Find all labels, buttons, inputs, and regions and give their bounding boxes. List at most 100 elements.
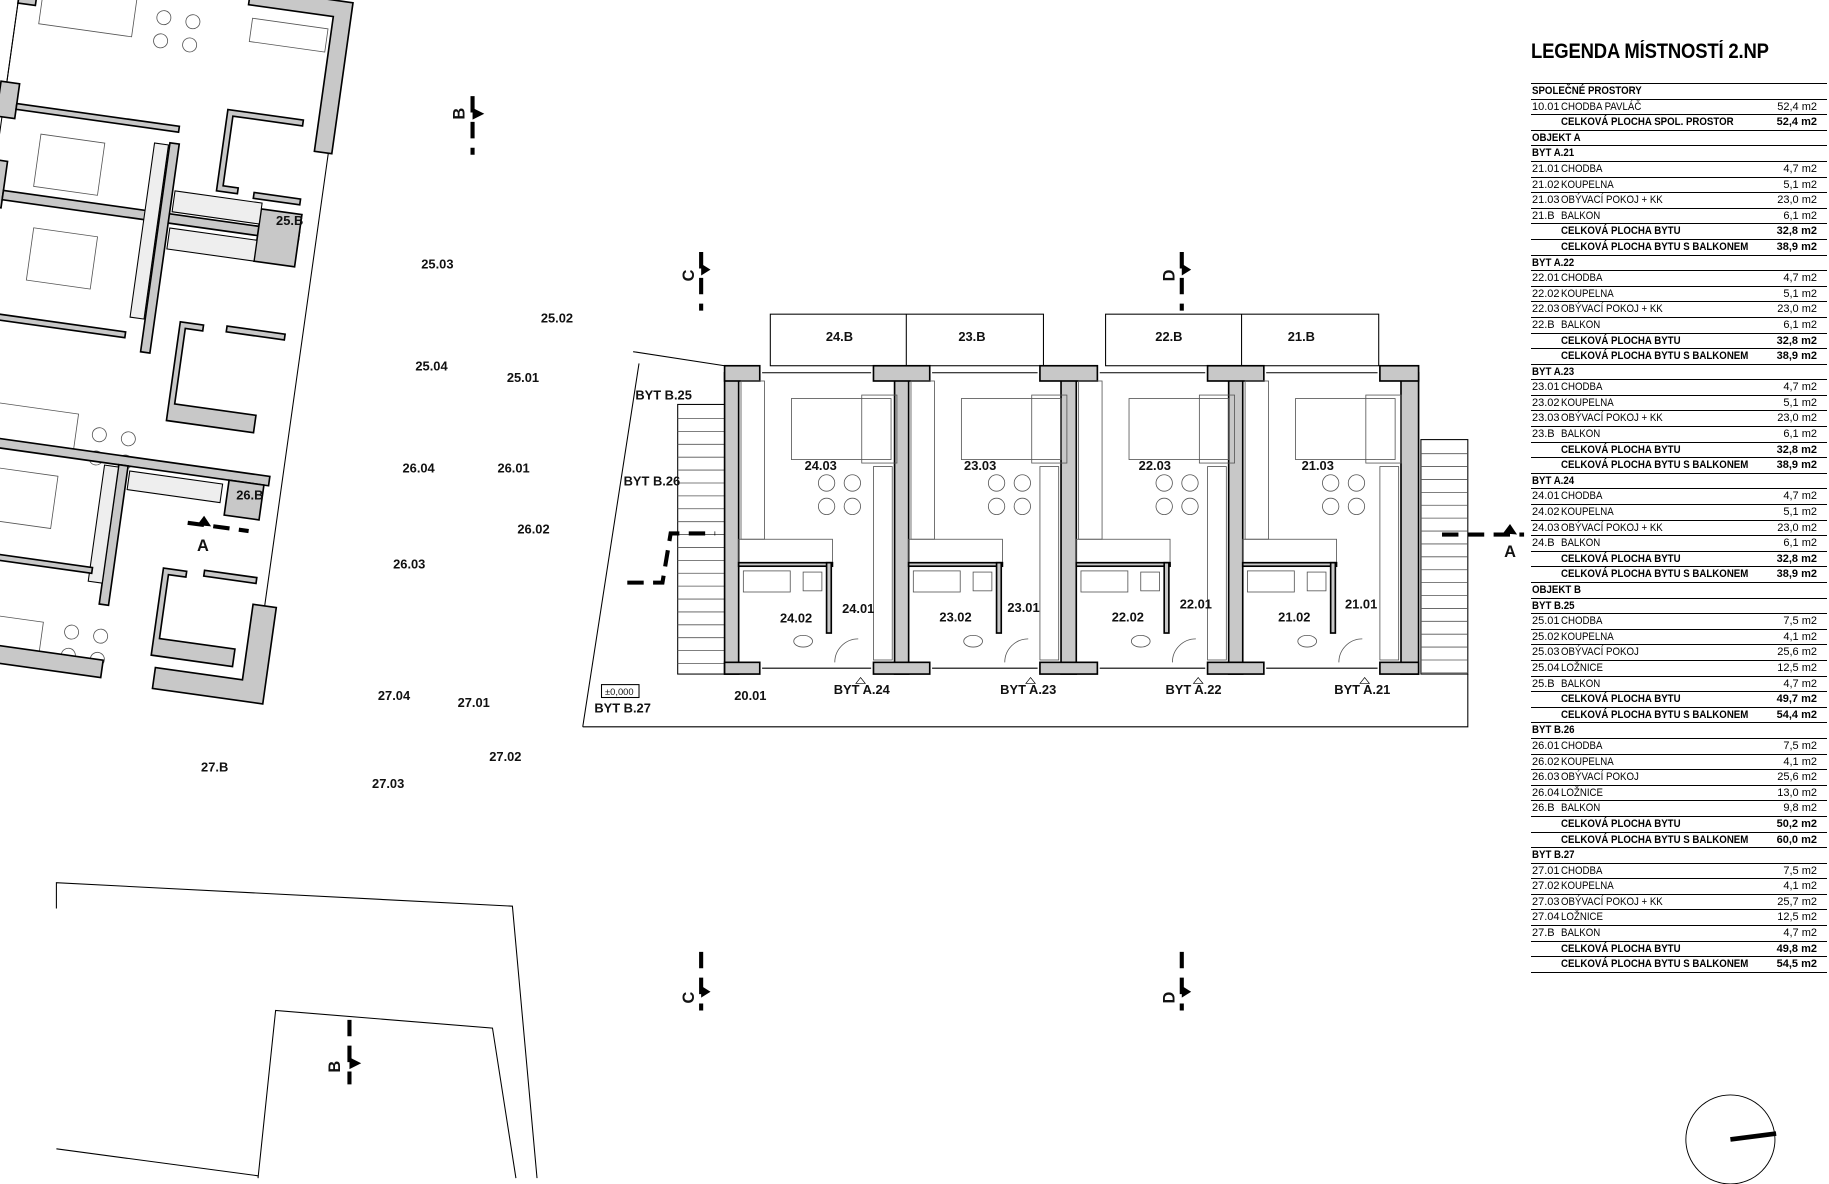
legend-area: 4,7 m2	[1783, 677, 1817, 690]
legend-row-total: CELKOVÁ PLOCHA SPOL. PROSTOR 52,4 m2	[1531, 115, 1827, 131]
bathtub	[742, 570, 791, 593]
chair	[1347, 474, 1366, 492]
chair	[1322, 497, 1340, 516]
door-swing	[1171, 638, 1196, 663]
balcony-22b-21b	[1105, 313, 1380, 367]
stair-outline	[677, 403, 726, 675]
legend-area: 32,8 m2	[1776, 443, 1817, 456]
apartment-entrance-label: BYT B.25	[635, 388, 692, 403]
legend-name: CELKOVÁ PLOCHA BYTU S BALKONEM	[1561, 833, 1749, 846]
legend-area: 38,9 m2	[1776, 459, 1817, 472]
legend-area: 5,1 m2	[1783, 287, 1817, 300]
entrance-triangle-icon	[1025, 677, 1036, 684]
legend-name: CELKOVÁ PLOCHA BYTU S BALKONEM	[1561, 708, 1749, 721]
washing-machine	[1306, 571, 1327, 592]
legend-row-section: BYT B.25	[1531, 599, 1827, 615]
chair	[987, 497, 1006, 516]
legend-name: CELKOVÁ PLOCHA BYTU S BALKONEM	[1561, 459, 1749, 472]
legend-name: CELKOVÁ PLOCHA SPOL. PROSTOR	[1561, 116, 1734, 129]
legend-name: CHODBA	[1561, 490, 1603, 503]
room-legend: LEGENDA MÍSTNOSTÍ 2.NP SPOLEČNÉ PROSTORY…	[1531, 40, 1827, 973]
sink	[793, 634, 813, 648]
sink	[963, 634, 983, 648]
wall	[1163, 561, 1170, 634]
legend-row-section: OBJEKT A	[1531, 131, 1827, 147]
legend-area: 25,6 m2	[1777, 771, 1817, 784]
legend-area: 60,0 m2	[1776, 833, 1817, 846]
sofa	[861, 394, 898, 464]
building-a	[582, 313, 1469, 728]
door-swing	[834, 638, 859, 663]
legend-code: 22.03	[1532, 303, 1560, 316]
legend-name: CHODBA	[1561, 381, 1603, 394]
wall	[1075, 561, 1171, 568]
legend-area: 32,8 m2	[1776, 225, 1817, 238]
level-mark-box	[600, 684, 640, 699]
legend-area: 4,1 m2	[1783, 630, 1817, 643]
legend-area: 4,7 m2	[1783, 490, 1817, 503]
legend-name: OBÝVACÍ POKOJ + KK	[1561, 895, 1663, 908]
legend-name: CHODBA PAVLÁČ	[1561, 100, 1642, 113]
legend-name: KOUPELNA	[1561, 396, 1614, 409]
legend-code: 10.01	[1532, 100, 1560, 113]
wall	[1039, 364, 1099, 382]
legend-code: OBJEKT A	[1532, 131, 1581, 144]
legend-name: CELKOVÁ PLOCHA BYTU	[1561, 693, 1681, 706]
wall	[872, 364, 931, 382]
room-label: 23.02	[939, 609, 971, 624]
legend-name: OBÝVACÍ POKOJ	[1561, 646, 1639, 659]
wall	[1060, 371, 1078, 675]
room-label: 21.B	[1288, 329, 1315, 344]
kitchen-counter	[908, 538, 1003, 564]
room-label: 22.B	[1155, 329, 1182, 344]
legend-title: LEGENDA MÍSTNOSTÍ 2.NP	[1531, 40, 1769, 63]
chair	[1013, 474, 1031, 492]
kitchen-counter	[738, 538, 833, 564]
legend-name: KOUPELNA	[1561, 630, 1614, 643]
wall	[1400, 371, 1420, 675]
staircase-left	[677, 403, 726, 675]
entrance-triangle-icon	[1192, 677, 1204, 684]
wall	[1329, 561, 1337, 634]
legend-name: BALKON	[1561, 927, 1601, 940]
legend-row-total: CELKOVÁ PLOCHA BYTU S BALKONEM 60,0 m2	[1531, 833, 1827, 849]
legend-code: 27.04	[1532, 911, 1560, 924]
legend-code: 21.B	[1532, 209, 1555, 222]
legend-code: 26.04	[1532, 786, 1560, 799]
wall	[872, 661, 931, 675]
chair	[1181, 474, 1199, 492]
room-label: 27.02	[489, 749, 521, 764]
legend-code: 26.B	[1532, 802, 1555, 815]
legend-code: 23.03	[1532, 412, 1560, 425]
wall	[737, 561, 834, 568]
legend-name: BALKON	[1561, 537, 1601, 550]
legend-name: BALKON	[1561, 318, 1601, 331]
legend-code: BYT B.26	[1532, 724, 1575, 737]
room-label: 26.01	[497, 460, 529, 475]
legend-name: CELKOVÁ PLOCHA BYTU	[1561, 334, 1681, 347]
bed	[1295, 398, 1396, 460]
legend-area: 52,4 m2	[1776, 116, 1817, 129]
section-d-top-label: D	[1161, 269, 1179, 281]
wall	[1227, 371, 1244, 675]
room-label: 27.03	[372, 776, 404, 791]
legend-name: BALKON	[1561, 428, 1601, 441]
section-c-bottom-label: C	[680, 991, 698, 1003]
sofa	[1365, 394, 1402, 464]
wall	[825, 561, 833, 634]
